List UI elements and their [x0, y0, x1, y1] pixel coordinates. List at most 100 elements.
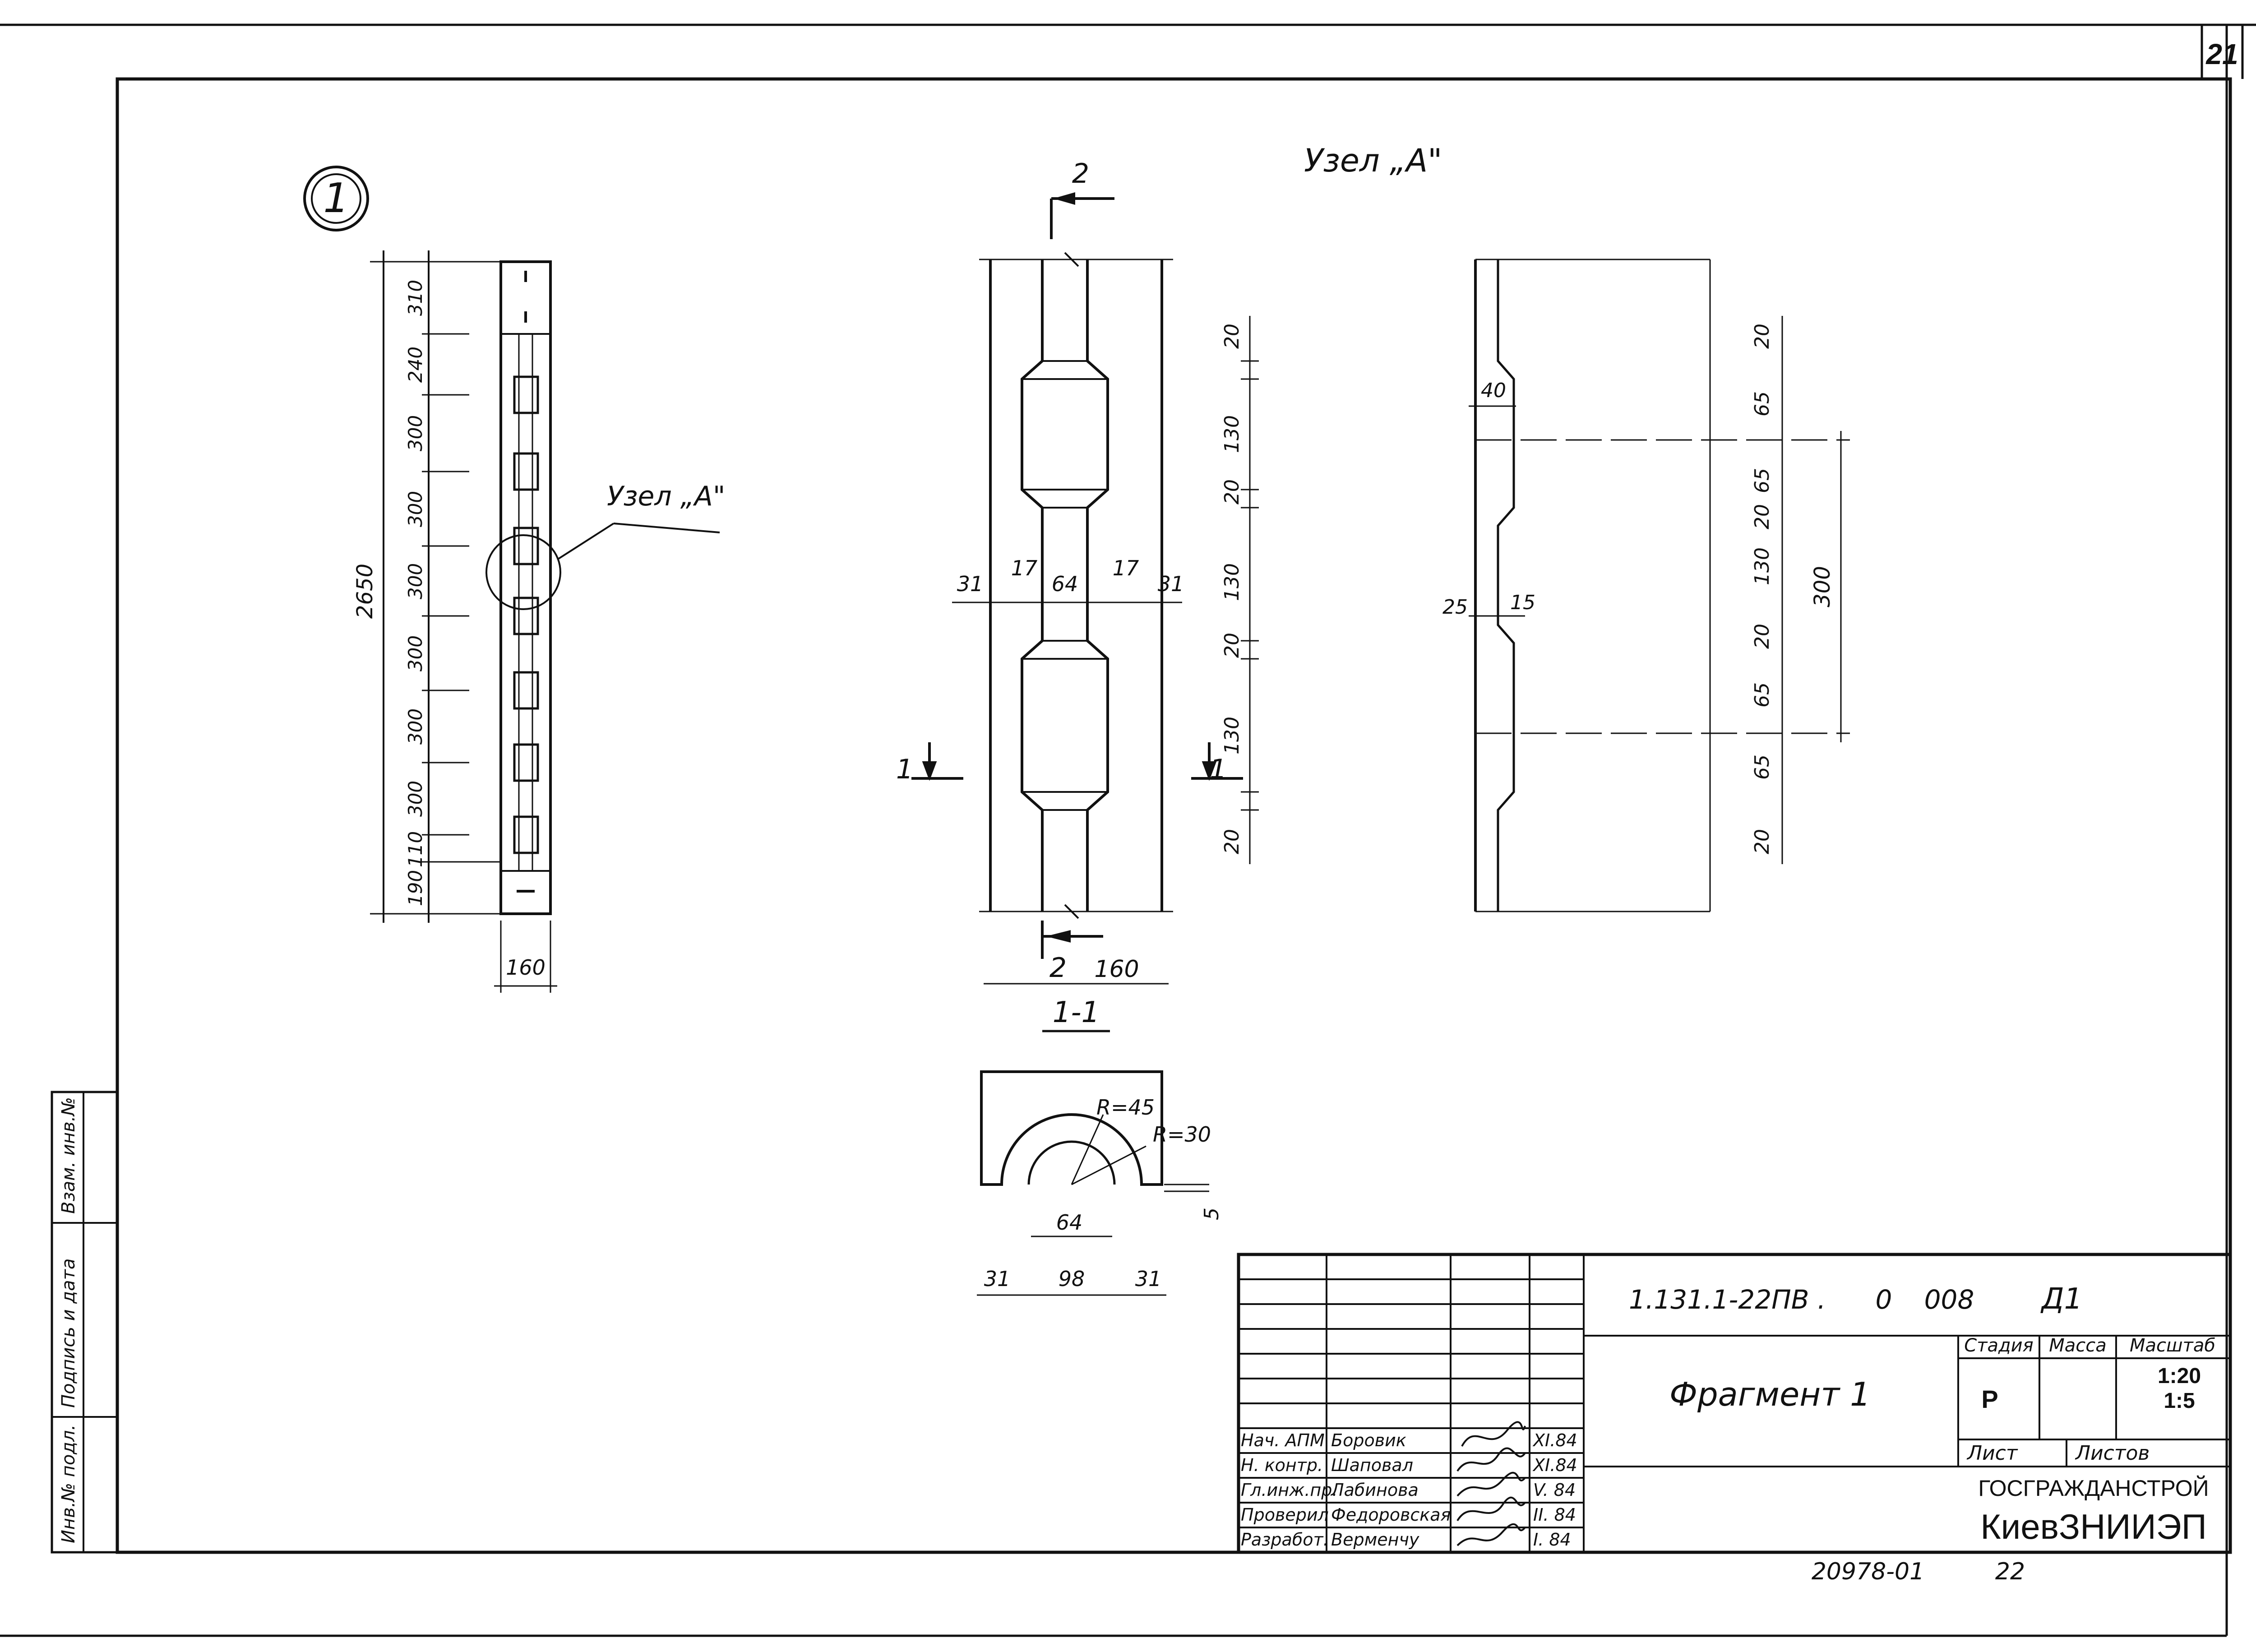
sheet-number: 21 [2205, 38, 2238, 70]
view-marker-number: 1 [323, 175, 349, 222]
height-dim: 65 [1751, 754, 1774, 780]
section-1-left: 1 [896, 754, 913, 785]
height-dim: 20 [1220, 829, 1244, 854]
doc-code-3: 008 [1924, 1284, 1974, 1315]
seg-dim: 110 [404, 831, 426, 867]
date: XI.84 [1532, 1430, 1577, 1450]
section-outline [980, 1070, 1163, 1186]
height-dim: 130 [1220, 415, 1244, 453]
scale-header: Масштаб [2130, 1335, 2215, 1356]
height-dim: 130 [1220, 717, 1244, 754]
section-2-top: 2 [1072, 158, 1089, 190]
inner-arc [1027, 1140, 1116, 1185]
role: Нач. АПМ [1241, 1430, 1325, 1450]
doc-code-2: 0 [1876, 1284, 1892, 1315]
signatures [1456, 1421, 1526, 1546]
date: II. 84 [1533, 1505, 1576, 1525]
scale-1: 1:20 [2158, 1364, 2201, 1388]
name: Лабинова [1330, 1480, 1419, 1500]
section-title: 1-1 [1053, 996, 1100, 1029]
section-1-1: 1-1 R=45 R=30 5 64 31 98 31 [977, 996, 1223, 1296]
height-dim: 65 [1751, 468, 1774, 493]
side-stamp: Инв.№ подл. Подпись и дата Взам. инв.№ [51, 1091, 119, 1554]
role: Разработ. [1241, 1530, 1329, 1550]
name: Верменчу [1331, 1530, 1419, 1550]
section-marks [911, 192, 1243, 959]
name: Федоровская [1331, 1505, 1451, 1525]
archive-number: 20978-01 [1812, 1558, 1924, 1585]
height-dim: 20 [1751, 624, 1774, 649]
dim-25: 25 [1442, 596, 1468, 619]
seg-dim: 300 [404, 491, 426, 527]
height-dim: 20 [1220, 324, 1244, 349]
date: I. 84 [1533, 1530, 1571, 1550]
seg-dim: 300 [404, 781, 426, 817]
total-height-dim: 2650 [352, 564, 378, 619]
height-dim: 20 [1751, 504, 1774, 529]
role: Проверил [1241, 1505, 1329, 1525]
radius-outer: R=45 [1096, 1095, 1155, 1120]
height-dim: 20 [1220, 633, 1244, 658]
overall-width-dim: 160 [1094, 956, 1139, 983]
seg-dim: 310 [404, 280, 426, 316]
name: Шаповал [1331, 1455, 1413, 1475]
role: Н. контр. [1241, 1455, 1323, 1475]
height-dim: 20 [1751, 324, 1774, 349]
date: XI.84 [1532, 1455, 1577, 1475]
height-dim: 65 [1751, 682, 1774, 708]
node-a-profile-right [1086, 259, 1109, 912]
height-dim: 130 [1220, 563, 1244, 601]
width-dim: 17 [1113, 556, 1139, 580]
element-outline [499, 260, 552, 915]
node-callout-label: Узел „А" [607, 481, 726, 512]
depth-dim: 5 [1200, 1208, 1223, 1220]
stage-value: Р [1981, 1385, 1998, 1413]
width-dim: 31 [1158, 572, 1184, 596]
width-dim: 160 [506, 955, 546, 980]
node-a-view: Узел „А" [896, 142, 1442, 985]
seg-dim: 190 [404, 870, 426, 906]
stamp-sign-label: Подпись и дата [58, 1259, 79, 1408]
seg-dim: 300 [404, 415, 426, 451]
node-a-title: Узел „А" [1304, 142, 1442, 179]
section-1-right: 1 [1210, 754, 1227, 785]
title-block: 1.131.1-22ПВ . 0 008 Д1 Фрагмент 1 Стади… [1237, 1253, 2232, 1554]
height-dim: 65 [1751, 391, 1774, 416]
height-dim: 130 [1751, 547, 1774, 585]
seg-dim: 300 [404, 635, 426, 671]
bottom-dim: 31 [1135, 1267, 1162, 1291]
bottom-dim: 31 [984, 1267, 1011, 1291]
radius-inner: R=30 [1153, 1122, 1211, 1147]
dim-40: 40 [1481, 379, 1506, 402]
scale-2: 1:5 [2164, 1389, 2195, 1413]
view-marker-inner [311, 173, 361, 224]
name: Боровик [1331, 1430, 1406, 1450]
dim-300: 300 [1810, 566, 1835, 607]
view-marker-outer [303, 166, 369, 231]
stamp-replace-label: Взам. инв.№ [58, 1097, 79, 1214]
section-2-bottom: 2 [1049, 952, 1067, 984]
profile-edge [1497, 259, 1515, 912]
seg-dim: 240 [404, 347, 426, 383]
doc-code-4: Д1 [2040, 1282, 2083, 1316]
node-callout-circle [485, 534, 561, 610]
seg-dim: 300 [404, 563, 426, 599]
insert-blocks [513, 375, 539, 854]
node-a-profile-left [1021, 259, 1044, 912]
org-line-1: ГОСГРАЖДАНСТРОЙ [1978, 1475, 2209, 1501]
date: V. 84 [1533, 1480, 1576, 1500]
width-dim: 17 [1011, 556, 1038, 580]
role: Гл.инж.пр. [1241, 1480, 1337, 1500]
stamp-inv-label: Инв.№ подл. [58, 1425, 79, 1543]
mass-header: Масса [2049, 1335, 2107, 1356]
profile-view: 40 25 15 20 65 65 20 130 20 65 65 20 300 [1442, 259, 1850, 912]
seg-dim: 300 [404, 708, 426, 745]
doc-code: 1.131.1-22ПВ . [1629, 1284, 1826, 1315]
height-dim: 20 [1751, 829, 1774, 854]
dim-15: 15 [1510, 591, 1535, 614]
view-1: 1 [303, 166, 726, 993]
height-dim: 20 [1220, 479, 1244, 504]
bottom-dim: 98 [1059, 1267, 1085, 1291]
page-number: 22 [1995, 1558, 2025, 1585]
